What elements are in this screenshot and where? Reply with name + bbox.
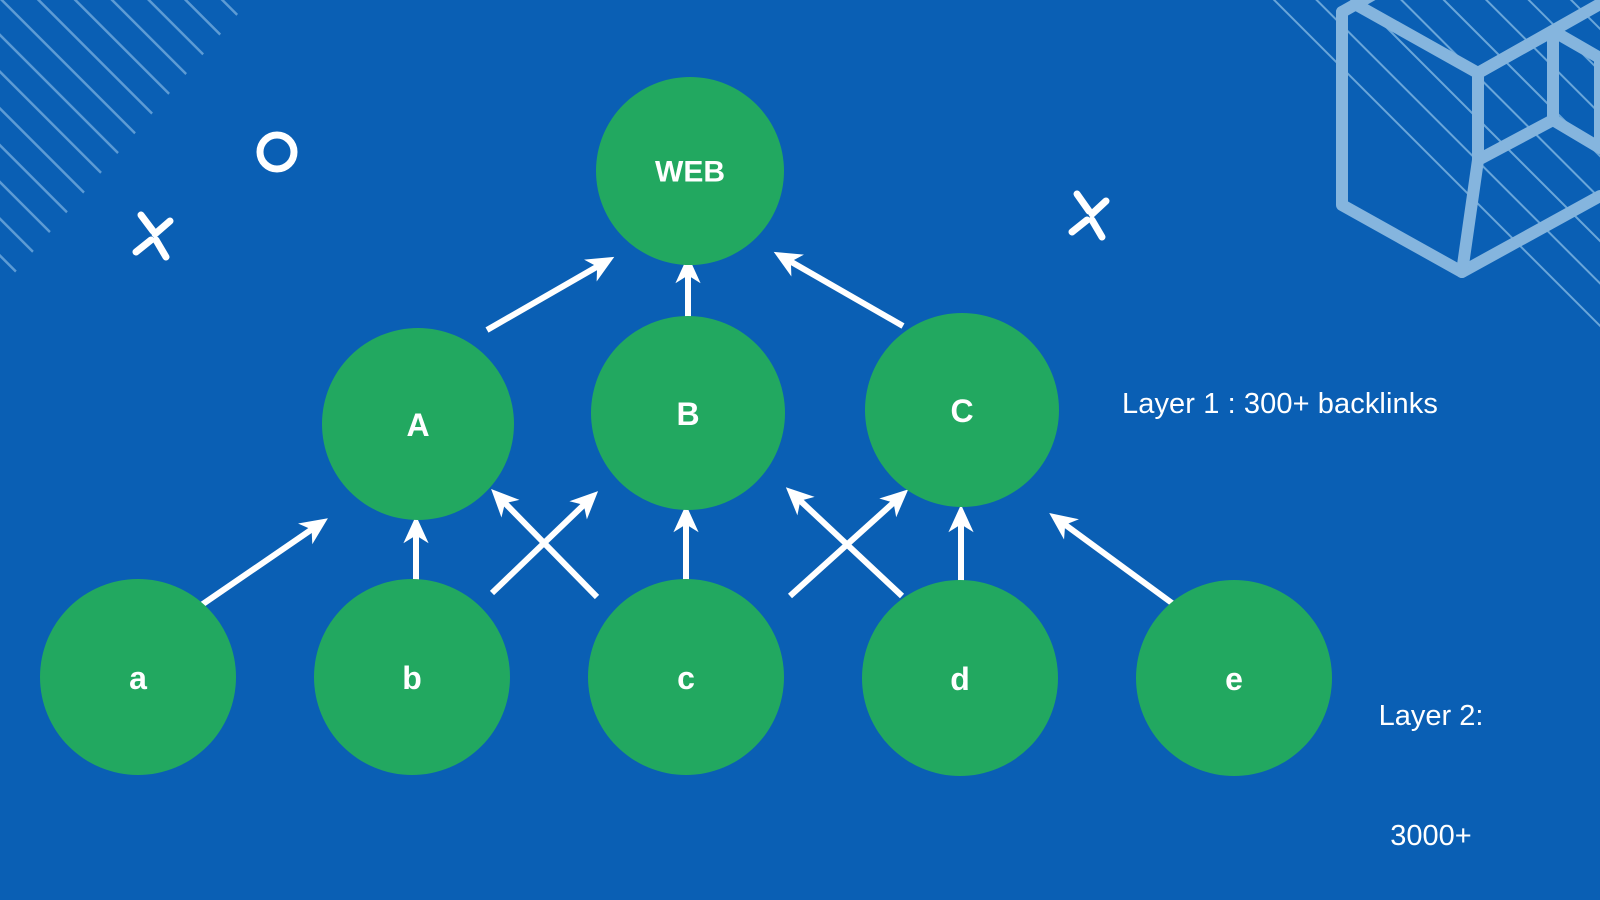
- node-a[interactable]: a: [40, 579, 236, 775]
- edge-arrow: [198, 518, 328, 609]
- node-B[interactable]: B: [591, 316, 785, 510]
- node-A[interactable]: A: [322, 328, 514, 520]
- node-circle[interactable]: [588, 579, 784, 775]
- node-c[interactable]: c: [588, 579, 784, 775]
- node-circle[interactable]: [1136, 580, 1332, 776]
- node-circle[interactable]: [865, 313, 1059, 507]
- node-circle[interactable]: [322, 328, 514, 520]
- node-b[interactable]: b: [314, 579, 510, 775]
- node-d[interactable]: d: [862, 580, 1058, 776]
- node-circle[interactable]: [314, 579, 510, 775]
- layer-2-caption: Layer 2: 3000+ backlinks: [1356, 616, 1506, 900]
- node-label: B: [676, 396, 699, 432]
- layer-1-caption: Layer 1 : 300+ backlinks: [1122, 388, 1438, 420]
- node-label: c: [677, 660, 695, 696]
- layer-2-caption-line-2: 3000+: [1390, 820, 1472, 852]
- layer-2-caption-line-1: Layer 2:: [1378, 700, 1484, 732]
- node-circle[interactable]: [591, 316, 785, 510]
- node-C[interactable]: C: [865, 313, 1059, 507]
- node-circle[interactable]: [862, 580, 1058, 776]
- nodes-group: WEB A B Ca b c d e: [40, 77, 1332, 776]
- node-label: a: [129, 660, 147, 696]
- edge-arrow: [489, 491, 599, 596]
- edge-arrow: [1049, 513, 1178, 609]
- node-label: d: [950, 661, 970, 697]
- sparkle-right-icon: [1068, 190, 1110, 241]
- sparkle-left-icon: [132, 211, 174, 261]
- edge-arrow: [485, 256, 615, 333]
- circle-outline-marker-icon: [256, 131, 298, 173]
- arrows-group: [198, 251, 1178, 609]
- edge-arrow: [787, 489, 909, 599]
- node-circle[interactable]: [40, 579, 236, 775]
- node-label: A: [406, 407, 429, 443]
- node-e[interactable]: e: [1136, 580, 1332, 776]
- node-WEB[interactable]: WEB: [596, 77, 784, 265]
- isometric-cube-icon: [1336, 0, 1600, 278]
- node-label: C: [950, 393, 973, 429]
- edge-arrow: [773, 251, 905, 329]
- edge-arrow: [491, 489, 600, 600]
- node-label: b: [402, 660, 422, 696]
- node-label: e: [1225, 661, 1243, 697]
- node-circle[interactable]: [596, 77, 784, 265]
- node-label: WEB: [655, 156, 725, 189]
